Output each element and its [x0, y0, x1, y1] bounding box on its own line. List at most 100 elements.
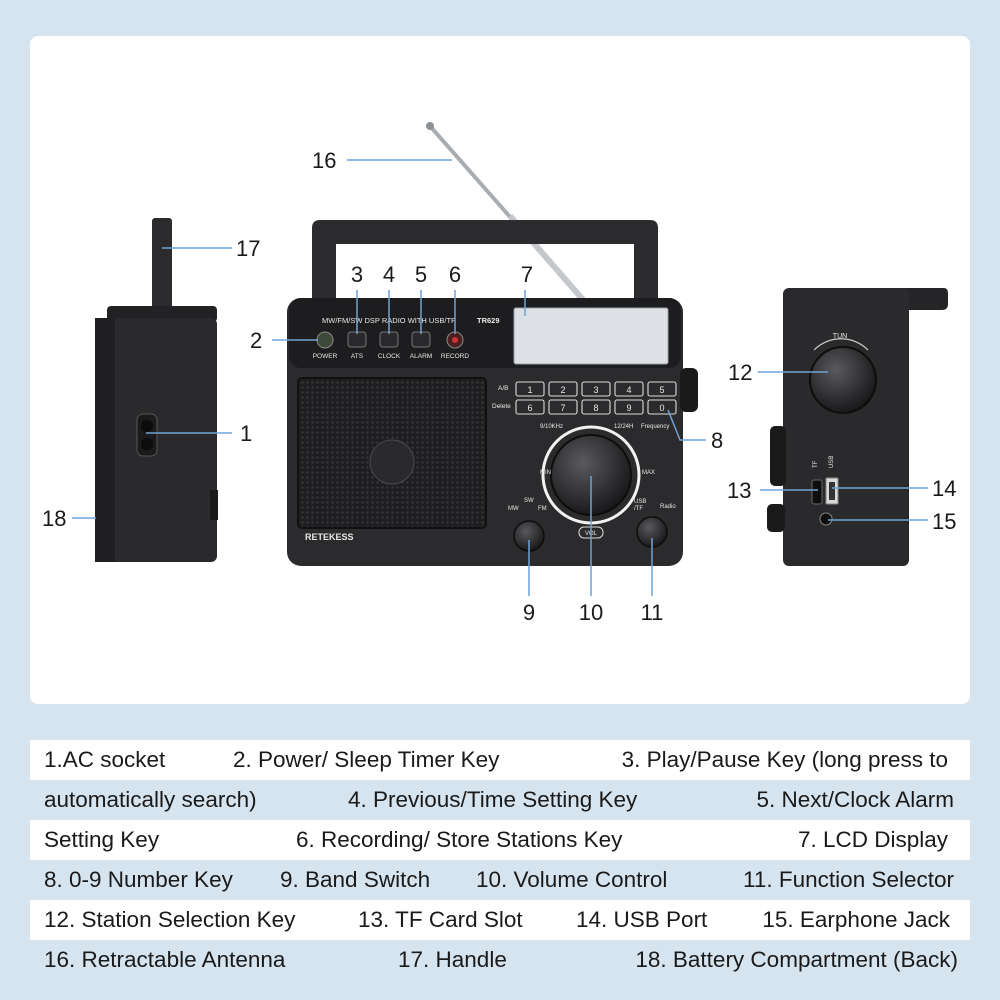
legend-item: 7. LCD Display: [797, 827, 948, 852]
step-label: 9/10KHz: [540, 424, 563, 430]
legend-item: 10. Volume Control: [476, 867, 668, 892]
tf-card-slot[interactable]: [811, 479, 823, 505]
key-7[interactable]: [548, 399, 578, 415]
key-4[interactable]: [614, 381, 644, 397]
callout-17: 17: [236, 236, 260, 261]
legend-item: Setting Key: [44, 827, 160, 852]
key-9-label: 9: [626, 403, 631, 413]
callout-10: 10: [579, 600, 603, 625]
legend-item: 16. Retractable Antenna: [44, 947, 286, 972]
fm-label: FM: [538, 506, 547, 512]
legend-row-1: 1.AC socket 2. Power/ Sleep Timer Key 3.…: [30, 740, 970, 780]
legend-item: 13. TF Card Slot: [358, 907, 523, 932]
key-6-label: 6: [527, 403, 532, 413]
key-0[interactable]: [647, 399, 677, 415]
callout-18: 18: [42, 506, 66, 531]
key-1-label: 1: [527, 385, 532, 395]
frequency-label: Frequency: [641, 424, 669, 430]
key-5[interactable]: [647, 381, 677, 397]
key-2-label: 2: [560, 385, 565, 395]
callout-14: 14: [932, 476, 956, 501]
callout-7: 7: [521, 262, 533, 287]
legend-row-2: automatically search) 4. Previous/Time S…: [30, 780, 970, 820]
tf-mode-label: /TF: [634, 506, 643, 512]
lcd-display: [513, 307, 669, 365]
callout-16: 16: [312, 148, 336, 173]
handle-side: [152, 218, 172, 310]
alarm-label: ALARM: [410, 353, 432, 360]
legend-item: 1.AC socket: [44, 747, 166, 772]
legend-item: 6. Recording/ Store Stations Key: [296, 827, 623, 852]
key-8[interactable]: [581, 399, 611, 415]
callout-4: 4: [383, 262, 395, 287]
callout-11: 11: [641, 600, 664, 625]
legend-item: 18. Battery Compartment (Back): [635, 947, 958, 972]
key-4-label: 4: [626, 385, 631, 395]
legend-item: 12. Station Selection Key: [44, 907, 296, 932]
side-body-right: [783, 288, 909, 566]
number-keypad: 1 2 3 4 5 6 7 8 9 0: [515, 381, 677, 415]
clock-button[interactable]: [379, 331, 399, 348]
key-3-label: 3: [593, 385, 598, 395]
key-3[interactable]: [581, 381, 611, 397]
legend-item: 17. Handle: [398, 947, 507, 972]
key-9[interactable]: [614, 399, 644, 415]
radio-diagram: MW/FM/SW DSP RADIO WITH USB/TF TR629 POW…: [42, 122, 956, 625]
key-1[interactable]: [515, 381, 545, 397]
callout-5: 5: [415, 262, 427, 287]
radio-mode-label: Radio: [660, 504, 676, 510]
legend-row-3: Setting Key 6. Recording/ Store Stations…: [30, 820, 970, 860]
ab-label: A/B: [498, 385, 508, 392]
legend-item: automatically search): [44, 787, 257, 812]
legend-item: 9. Band Switch: [280, 867, 431, 892]
right-side-view: TUN TF USB: [767, 288, 948, 566]
legend-row-4: 8. 0-9 Number Key 9. Band Switch 10. Vol…: [30, 860, 970, 900]
min-label: MIN: [540, 470, 551, 476]
usb-mode-label: USB: [634, 499, 646, 505]
callout-numbers: 1 2 3 4 5 6 7 8 9 10 11 12 13 14 15 16 1…: [42, 148, 956, 625]
legend-item: 15. Earphone Jack: [762, 907, 950, 932]
callout-3: 3: [351, 262, 363, 287]
legend-item: 5. Next/Clock Alarm: [756, 787, 954, 812]
callout-1: 1: [240, 421, 252, 446]
power-button[interactable]: [316, 331, 334, 349]
callout-2: 2: [250, 328, 262, 353]
tf-slot-label: TF: [813, 460, 819, 468]
speaker-cone: [369, 439, 415, 485]
model-name: TR629: [477, 316, 500, 325]
tun-label: TUN: [833, 333, 847, 340]
handle-front: [312, 220, 658, 304]
clock-label: CLOCK: [378, 353, 401, 360]
left-side-view: [95, 218, 218, 562]
key-8-label: 8: [593, 403, 598, 413]
key-7-label: 7: [560, 403, 565, 413]
legend-item: 14. USB Port: [576, 907, 708, 932]
sw-label: SW: [524, 498, 534, 504]
legend-row-5: 12. Station Selection Key 13. TF Card Sl…: [30, 900, 970, 940]
key-2[interactable]: [548, 381, 578, 397]
ats-button[interactable]: [347, 331, 367, 348]
leader-lines: [72, 159, 928, 596]
record-label: RECORD: [441, 353, 469, 360]
legend-item: 11. Function Selector: [743, 867, 954, 892]
callout-6: 6: [449, 262, 461, 287]
callout-9: 9: [523, 600, 535, 625]
front-view: MW/FM/SW DSP RADIO WITH USB/TF TR629 POW…: [287, 122, 698, 566]
legend-item: 8. 0-9 Number Key: [44, 867, 233, 892]
max-label: MAX: [642, 470, 655, 476]
legend-row-6: 16. Retractable Antenna 17. Handle 18. B…: [30, 940, 970, 980]
power-label: POWER: [313, 353, 338, 360]
parts-legend: 1.AC socket 2. Power/ Sleep Timer Key 3.…: [30, 740, 970, 980]
usb-port-label: USB: [829, 456, 835, 468]
delete-label: Delete: [492, 403, 511, 410]
station-selection-knob[interactable]: [809, 346, 877, 414]
clock-format-label: 12/24H: [614, 424, 633, 430]
ats-label: ATS: [351, 353, 364, 360]
key-0-label: 0: [659, 403, 664, 413]
legend-item: 4. Previous/Time Setting Key: [348, 787, 638, 812]
key-6[interactable]: [515, 399, 545, 415]
legend-item: 2. Power/ Sleep Timer Key: [233, 747, 500, 772]
alarm-button[interactable]: [411, 331, 431, 348]
callout-8: 8: [711, 428, 723, 453]
earphone-jack[interactable]: [819, 512, 833, 526]
